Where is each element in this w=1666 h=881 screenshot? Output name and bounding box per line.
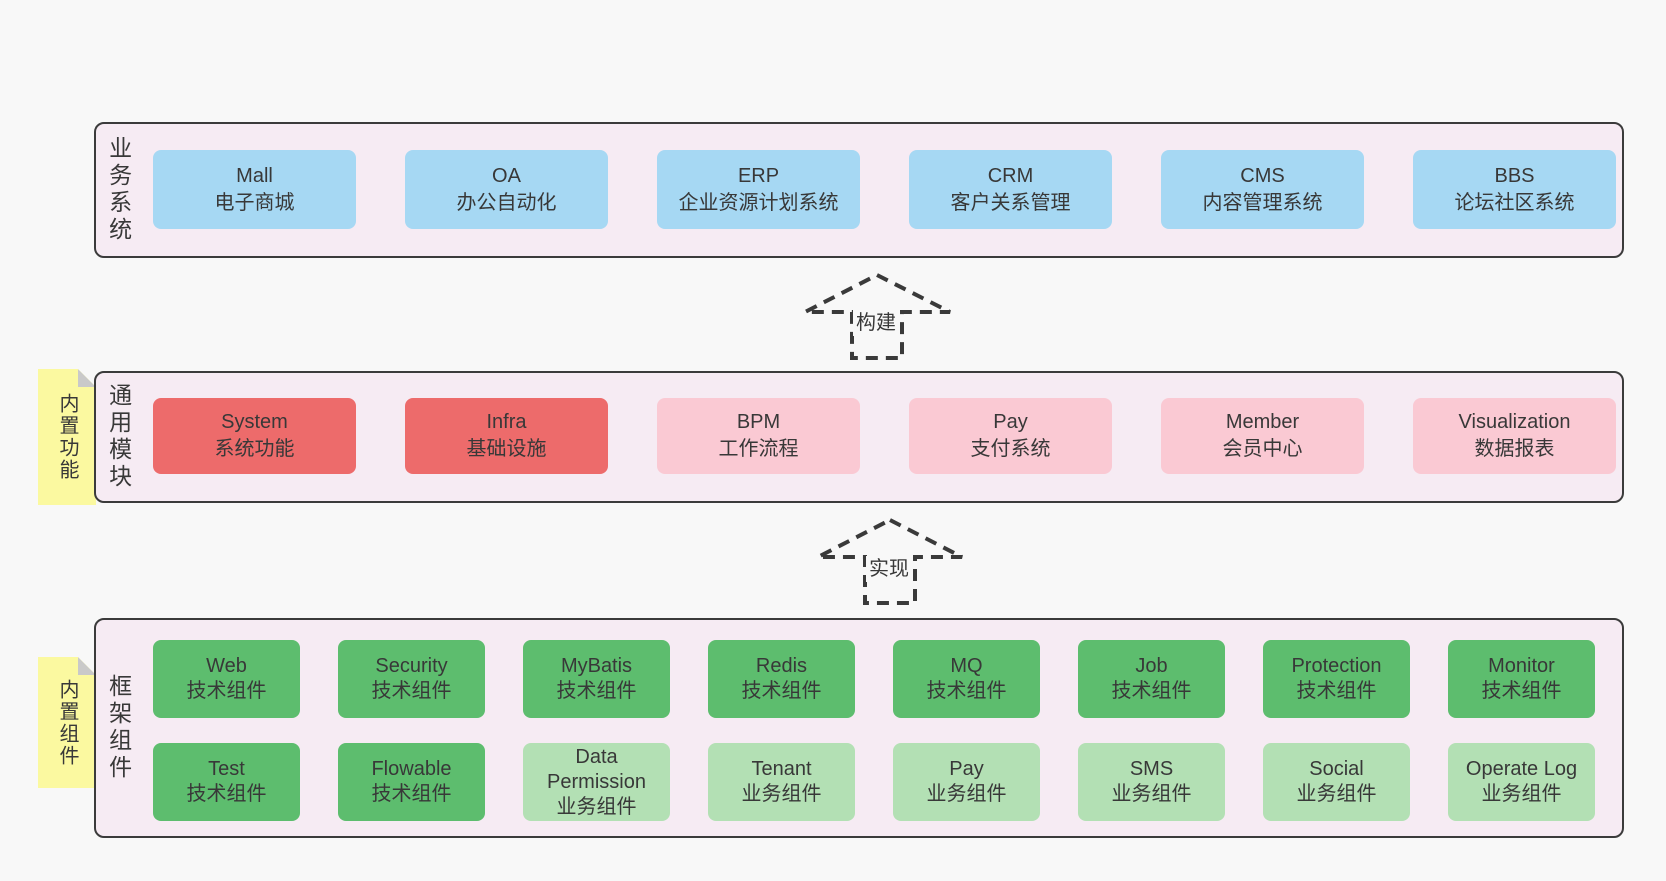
- box-title: Flowable: [371, 758, 452, 780]
- component-box-sms: SMS 业务组件: [1078, 743, 1225, 821]
- box-subtitle: 论坛社区系统: [1454, 191, 1575, 214]
- component-box-data-permission: Data Permission 业务组件: [523, 743, 670, 821]
- box-title: Infra: [486, 411, 527, 433]
- arrow-label-build: 构建: [853, 310, 899, 336]
- box-subtitle: 业务组件: [1481, 783, 1562, 805]
- box-subtitle: 技术组件: [186, 783, 267, 805]
- sticky-note-built-in-components: 内置组件: [38, 657, 96, 788]
- box-subtitle: 技术组件: [371, 783, 452, 805]
- box-title: BPM: [736, 411, 781, 433]
- system-box-bbs: BBS 论坛社区系统: [1413, 150, 1616, 229]
- box-title: ERP: [737, 164, 780, 187]
- box-title: Pay: [949, 758, 984, 780]
- box-title: CMS: [1240, 164, 1285, 187]
- module-box-visualization: Visualization 数据报表: [1413, 398, 1616, 474]
- box-title: System: [221, 411, 288, 433]
- box-title: MQ: [950, 655, 983, 677]
- box-title: Protection: [1291, 655, 1382, 677]
- layer-title-common-modules: 通用模块: [98, 371, 138, 503]
- box-title: Member: [1225, 411, 1300, 433]
- system-box-cms: CMS 内容管理系统: [1161, 150, 1364, 229]
- module-box-bpm: BPM 工作流程: [657, 398, 860, 474]
- system-box-erp: ERP 企业资源计划系统: [657, 150, 860, 229]
- box-subtitle: 技术组件: [1296, 680, 1377, 702]
- sticky-label: 内置功能: [56, 393, 78, 481]
- box-title: Test: [208, 758, 245, 780]
- box-subtitle: 技术组件: [1111, 680, 1192, 702]
- system-box-crm: CRM 客户关系管理: [909, 150, 1112, 229]
- component-box-mq: MQ 技术组件: [893, 640, 1040, 718]
- box-subtitle: 技术组件: [926, 680, 1007, 702]
- box-subtitle: 企业资源计划系统: [678, 191, 839, 214]
- arrow-label-implement: 实现: [866, 556, 912, 582]
- box-title: MyBatis: [560, 655, 633, 677]
- module-box-pay: Pay 支付系统: [909, 398, 1112, 474]
- box-title: BBS: [1494, 164, 1535, 187]
- box-title: Visualization: [1458, 411, 1571, 433]
- layer-title-business-systems: 业务系统: [98, 122, 138, 258]
- box-subtitle: 办公自动化: [456, 191, 557, 214]
- layer-title-framework-components: 框架组件: [98, 618, 138, 838]
- component-box-pay: Pay 业务组件: [893, 743, 1040, 821]
- layer-title-text: 通用模块: [105, 383, 132, 491]
- box-title: Pay: [993, 411, 1028, 433]
- box-subtitle: 系统功能: [214, 438, 295, 460]
- box-subtitle: 业务组件: [1296, 783, 1377, 805]
- sticky-note-built-in-features: 内置功能: [38, 369, 96, 505]
- box-subtitle: 技术组件: [556, 680, 637, 702]
- box-subtitle: 内容管理系统: [1202, 191, 1323, 214]
- component-box-monitor: Monitor 技术组件: [1448, 640, 1595, 718]
- component-box-protection: Protection 技术组件: [1263, 640, 1410, 718]
- box-subtitle: 业务组件: [556, 795, 637, 818]
- box-title: Monitor: [1488, 655, 1555, 677]
- sticky-label: 内置组件: [56, 678, 78, 767]
- box-subtitle: 客户关系管理: [950, 191, 1071, 214]
- box-subtitle: 业务组件: [741, 783, 822, 805]
- component-box-tenant: Tenant 业务组件: [708, 743, 855, 821]
- component-box-job: Job 技术组件: [1078, 640, 1225, 718]
- module-box-member: Member 会员中心: [1161, 398, 1364, 474]
- box-subtitle: 电子商城: [214, 191, 295, 214]
- box-subtitle: 基础设施: [466, 438, 547, 460]
- box-title: CRM: [987, 164, 1034, 187]
- box-subtitle: 业务组件: [926, 783, 1007, 805]
- box-subtitle: 技术组件: [1481, 680, 1562, 702]
- box-subtitle: 数据报表: [1474, 438, 1555, 460]
- box-subtitle: 技术组件: [186, 680, 267, 702]
- component-box-security: Security 技术组件: [338, 640, 485, 718]
- module-box-infra: Infra 基础设施: [405, 398, 608, 474]
- component-box-social: Social 业务组件: [1263, 743, 1410, 821]
- box-subtitle: 业务组件: [1111, 783, 1192, 805]
- box-title: Tenant: [751, 758, 812, 780]
- box-title: Web: [206, 655, 247, 677]
- system-box-oa: OA 办公自动化: [405, 150, 608, 229]
- box-title: Redis: [755, 655, 808, 677]
- box-subtitle: 技术组件: [371, 680, 452, 702]
- layer-title-text: 业务系统: [105, 136, 132, 244]
- box-title: Security: [375, 655, 448, 677]
- box-title: Job: [1135, 655, 1168, 677]
- system-box-mall: Mall 电子商城: [153, 150, 356, 229]
- box-title: Social: [1309, 758, 1364, 780]
- component-box-test: Test 技术组件: [153, 743, 300, 821]
- component-box-mybatis: MyBatis 技术组件: [523, 640, 670, 718]
- layer-title-text: 框架组件: [105, 674, 132, 782]
- box-subtitle: 工作流程: [718, 438, 799, 460]
- box-subtitle: 技术组件: [741, 680, 822, 702]
- box-title: Data Permission: [547, 745, 646, 793]
- box-title: Mall: [236, 164, 273, 187]
- box-subtitle: 支付系统: [970, 438, 1051, 460]
- component-box-operate-log: Operate Log 业务组件: [1448, 743, 1595, 821]
- box-title: Operate Log: [1465, 758, 1578, 780]
- box-subtitle: 会员中心: [1222, 438, 1303, 460]
- component-box-redis: Redis 技术组件: [708, 640, 855, 718]
- box-title: OA: [492, 164, 521, 187]
- component-box-web: Web 技术组件: [153, 640, 300, 718]
- component-box-flowable: Flowable 技术组件: [338, 743, 485, 821]
- module-box-system: System 系统功能: [153, 398, 356, 474]
- box-title: SMS: [1129, 758, 1174, 780]
